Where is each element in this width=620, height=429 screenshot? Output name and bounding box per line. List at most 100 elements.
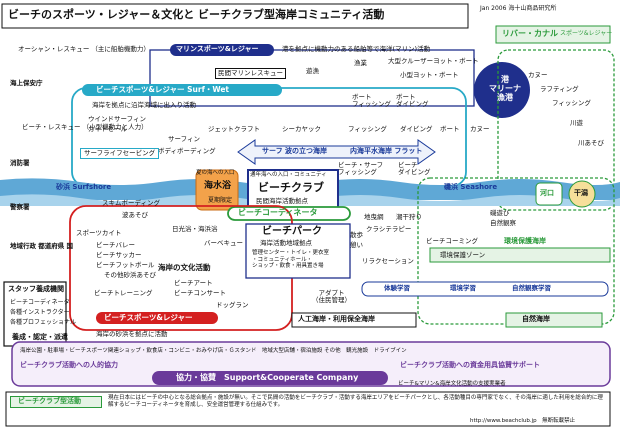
river-subtitle: スポーツ&レジャー <box>560 30 613 37</box>
footer-tag <box>10 396 102 408</box>
staff-title: スタッフ養成機関 <box>8 285 64 293</box>
marina-item: 遊漁 <box>306 67 319 75</box>
river-item: フィッシング <box>552 99 591 107</box>
river-mouth-box <box>535 182 563 206</box>
river-header-box <box>495 25 611 44</box>
support-business-note: ビーチ&マリン&海岸文化活動の支援実業者 <box>398 381 506 387</box>
mid-item: 潮干狩り <box>396 213 422 221</box>
river-frame <box>497 49 615 211</box>
coordinator-label: ビーチコーディネータ <box>238 208 318 217</box>
river-title: リバー・カナル <box>502 29 558 38</box>
surf-item: ボディボーディング <box>158 147 216 155</box>
port-label: 港 マリーナ 漁港 <box>489 75 521 103</box>
staff-item: 各種インストラクター <box>10 309 70 316</box>
lifesaving-tag: サーフライフセービング <box>80 148 160 160</box>
beach-item: ビーチトレーニング <box>94 289 153 297</box>
title-box <box>1 3 469 29</box>
surf-item: ボート <box>440 125 460 133</box>
iso-item: 自然観察 <box>490 219 516 227</box>
learning-item: 体験学習 <box>384 284 410 292</box>
beach-house-sub: 夏期限定 <box>208 197 233 204</box>
nature-label: 自然海岸 <box>522 315 550 323</box>
surf-item: ビーチ ダイビング <box>398 161 431 177</box>
nature-box <box>505 312 603 328</box>
river-item: 川あそび <box>578 139 604 147</box>
mid-item: リラクセーション <box>362 257 414 265</box>
beach-item: ビーチバレー <box>96 241 135 249</box>
surf-item: サーフィン <box>168 135 200 143</box>
surf-pill <box>82 84 282 96</box>
surf-item: カヌー <box>470 125 490 133</box>
support-label: 協力・協賛 Support&Cooperate Company <box>176 373 359 382</box>
arrow-left-label: サーフ 波の立つ海岸 <box>262 147 328 155</box>
park-sub: 海岸活動地域拠点 <box>260 239 312 247</box>
beach-item: ドッグラン <box>216 301 249 309</box>
footer-label: ビーチクラブ型活動 <box>18 397 81 405</box>
year-round-caption: 通年海への入口・コミュニティ <box>250 172 327 178</box>
footer-text: 現在日本にはビーチの中心となる総合拠点・施設が無い。そこで民間の活動をビーチクラ… <box>108 395 603 409</box>
mid-item: 地曳網 <box>364 213 384 221</box>
beach-item: 波あそび <box>122 211 148 219</box>
tideflat-circle <box>568 180 596 208</box>
park-facilities: 管理センター・トイレ・更衣室 ・コミュニティホール・ ショップ・飲食・用具置き場 <box>252 250 330 270</box>
env-note: 環境保護ゾーン <box>440 251 486 259</box>
beach-sports-pill <box>96 312 218 324</box>
marina-frame <box>149 49 475 107</box>
staff-box <box>3 281 67 347</box>
sand-shore: 砂浜 Surfshore <box>56 183 112 191</box>
surf-label: ビーチスポーツ&レジャー Surf・Wet <box>96 85 230 94</box>
marina-label: マリンスポーツ&レジャー <box>176 45 259 53</box>
river-item: ラフティング <box>540 85 579 93</box>
funding-support-label: ビーチクラブ活動への資金用具協賛サポート <box>400 361 540 369</box>
club-name: ビーチクラブ <box>258 181 324 194</box>
beach-item: スポーツカイト <box>76 229 122 237</box>
surf-note: 海岸を拠点に沿岸海域に出入り活動 <box>92 101 196 109</box>
surf-item: ビーチ・サーフ フィッシング <box>338 161 384 177</box>
staff-footer: 養成・認定・派遣 <box>12 333 68 341</box>
page-title: ビーチのスポーツ・レジャー＆文化と ビーチクラブ型海岸コミュニティ活動 <box>8 8 385 21</box>
beach-item: その他砂浜あそび <box>104 271 156 279</box>
footer-box <box>5 391 611 427</box>
beach-item: ビーチコンサート <box>174 289 226 297</box>
coast-guard-label: 海上保安庁 <box>10 79 43 87</box>
community-row: 海岸公園・駐車場・ビーチスポーツ関連ショップ・飲食店・コンビニ・おみやげ店・Ｇス… <box>20 348 407 354</box>
surf-item: ボート フィッシング <box>352 93 391 109</box>
fire-label: 消防署 <box>10 159 30 167</box>
marina-item: 小型ヨット・ボート <box>400 71 459 79</box>
river-item: カヌー <box>528 71 548 79</box>
human-support-label: ビーチクラブ活動への人的協力 <box>20 361 118 369</box>
iso-item: 磯遊び <box>490 209 510 217</box>
tideflat: 干潟 <box>574 189 588 197</box>
beach-item: 日光浴・海浜浴 <box>172 225 218 233</box>
river-mouth: 河口 <box>540 189 554 197</box>
beach-sports-note: 海岸の砂浜を拠点に活動 <box>96 330 168 338</box>
mid-item: ビーチコーミング <box>426 237 478 245</box>
beach-item: ビーチアート <box>174 279 213 287</box>
date-credit: Jan 2006 海十山商品研究所 <box>480 5 557 12</box>
beach-item: バーベキュー <box>204 239 243 247</box>
surf-item: シーカヤック <box>282 125 321 133</box>
rock-shore: 磯浜 Seashore <box>444 183 498 191</box>
support-pill <box>152 371 388 385</box>
beach-item: ビーチフットボール <box>96 261 155 269</box>
river-item: 川遊 <box>570 119 583 127</box>
surf-arrow <box>237 139 436 165</box>
staff-item: 各種プロフェッショナル <box>10 319 77 326</box>
learning-item: 環境学習 <box>450 284 476 292</box>
park-name: ビーチパーク <box>262 226 322 237</box>
marina-item: 漁業 <box>354 59 367 67</box>
surf-item: ジェットクラフト <box>208 125 260 133</box>
learning-band <box>361 281 609 297</box>
mid-item: クラシテラピー <box>366 225 412 233</box>
surf-item: カイトセール <box>88 125 127 133</box>
env-label: 環境保護海岸 <box>504 237 546 245</box>
beach-item: スキムボーディング <box>102 199 161 207</box>
learning-item: 自然観察学習 <box>512 284 551 292</box>
beach-sports-label: ビーチスポーツ&レジャー <box>104 313 193 322</box>
mid-item: 憩い <box>350 241 363 249</box>
arrow-right-label: 内海平水海岸 フラット <box>350 147 423 155</box>
footer-url: http://www.beachclub.jp 無断転載禁止 <box>470 418 576 424</box>
artificial-label: 人工海岸・利用保全海岸 <box>298 315 375 323</box>
